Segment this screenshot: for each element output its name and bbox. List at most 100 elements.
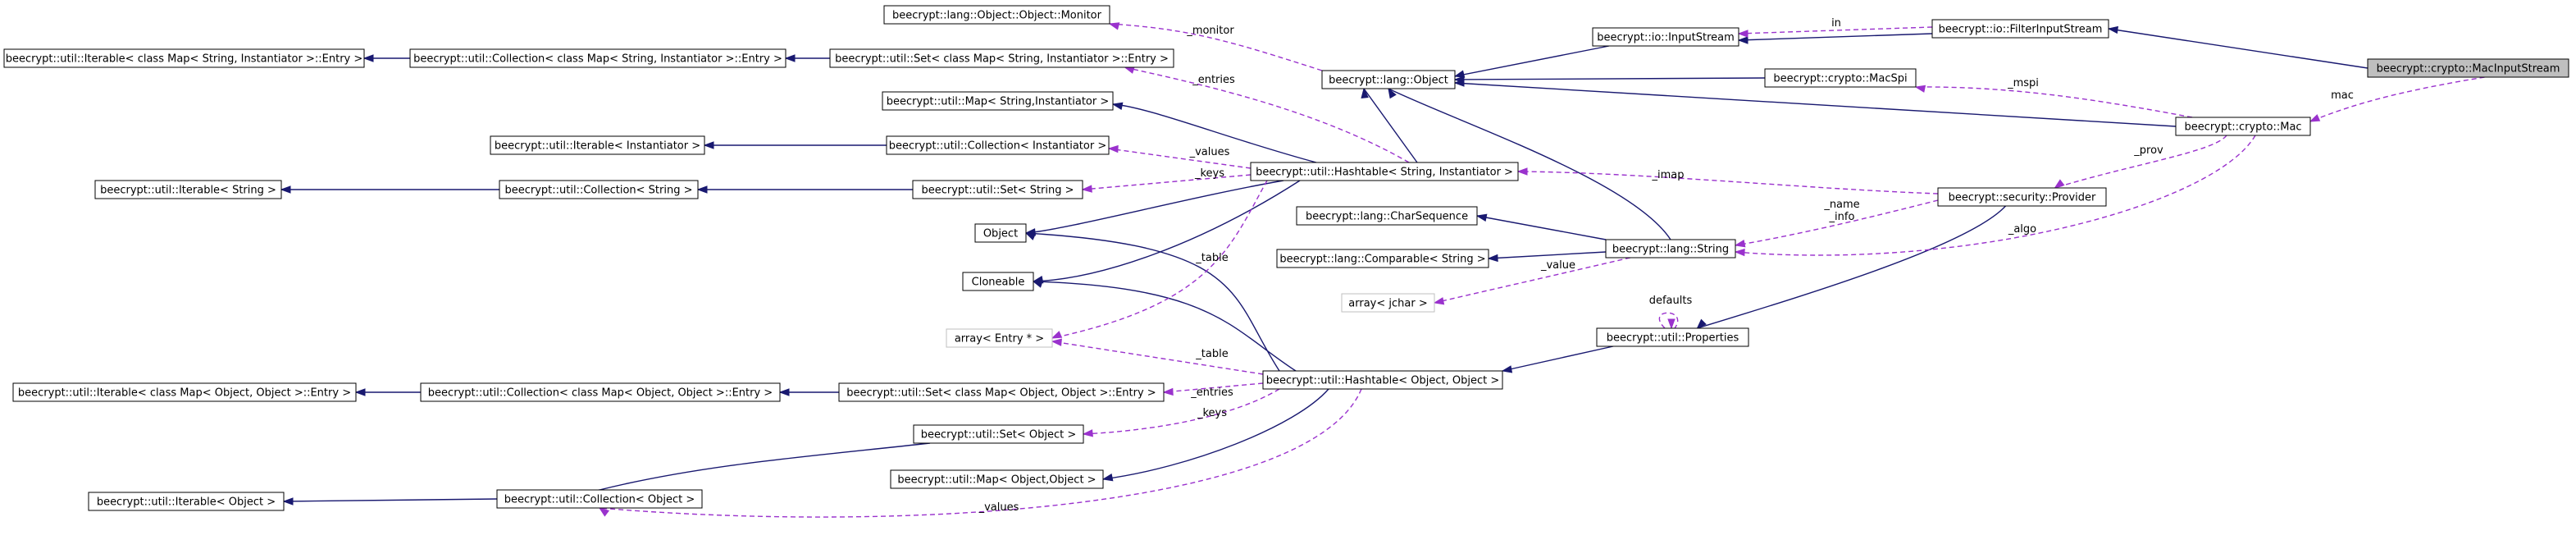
usage-arrowhead bbox=[1107, 144, 1119, 153]
edge-hashtable-si-to-object bbox=[1361, 87, 1418, 163]
class-node-comparable-string[interactable]: beecrypt::lang::Comparable< String > bbox=[1276, 249, 1489, 268]
class-node-iterable-string[interactable]: beecrypt::util::Iterable< String > bbox=[94, 180, 282, 199]
edge-hashtable-oo-entries bbox=[1162, 382, 1264, 396]
inheritance-arrowhead bbox=[784, 54, 796, 62]
class-node-properties[interactable]: beecrypt::util::Properties bbox=[1596, 327, 1749, 347]
node-box bbox=[1764, 68, 1917, 88]
node-box bbox=[829, 48, 1174, 68]
class-node-macinputstream[interactable]: beecrypt::crypto::MacInputStream bbox=[2367, 58, 2569, 78]
node-box bbox=[12, 382, 357, 402]
node-label: beecrypt::crypto::MacSpi bbox=[1773, 73, 1907, 85]
edge-label-algo: _algo bbox=[2008, 223, 2036, 236]
inheritance-arrowhead bbox=[696, 185, 708, 194]
usage-arrowhead bbox=[1914, 85, 1926, 93]
edge-mac-prov-line bbox=[2054, 135, 2227, 189]
edge-macspi-to-object bbox=[1453, 75, 1766, 84]
node-box bbox=[962, 272, 1034, 291]
class-node-object[interactable]: Object bbox=[974, 223, 1027, 243]
class-node-monitor[interactable]: beecrypt::lang::Object::Object::Monitor bbox=[883, 5, 1110, 25]
edge-object-monitor bbox=[1108, 22, 1323, 71]
class-node-map-si[interactable]: beecrypt::util::Map< String,Instantiator… bbox=[882, 91, 1114, 111]
node-label: beecrypt::util::Hashtable< Object, Objec… bbox=[1266, 375, 1500, 387]
edge-hashtable-oo-to-map-line bbox=[1102, 388, 1329, 480]
class-node-collection-object[interactable]: beecrypt::util::Collection< Object > bbox=[496, 489, 703, 509]
class-node-filterinputstream[interactable]: beecrypt::io::FilterInputStream bbox=[1931, 19, 2109, 39]
class-node-cloneable[interactable]: Cloneable bbox=[962, 272, 1034, 291]
usage-arrowhead bbox=[1162, 387, 1174, 396]
inheritance-arrowhead bbox=[1501, 365, 1513, 373]
edge-mac-mspi bbox=[1914, 85, 2193, 118]
edge-mac-mspi-line bbox=[1915, 86, 2193, 118]
inheritance-arrowhead bbox=[354, 388, 366, 396]
usage-arrowhead bbox=[1734, 248, 1745, 257]
class-node-array-entry[interactable]: array< Entry * > bbox=[946, 328, 1053, 348]
node-box bbox=[3, 48, 365, 68]
class-node-iterable-entry-oo[interactable]: beecrypt::util::Iterable< class Map< Obj… bbox=[12, 382, 357, 402]
edge-hashtable-oo-table-line bbox=[1051, 341, 1264, 375]
edge-label-imap: _imap bbox=[1652, 169, 1685, 181]
node-box bbox=[838, 382, 1165, 402]
class-node-set-object[interactable]: beecrypt::util::Set< Object > bbox=[913, 424, 1084, 444]
edge-collection-object-to-iterable-line bbox=[283, 498, 498, 502]
usage-arrowhead bbox=[1737, 30, 1748, 38]
class-node-set-string[interactable]: beecrypt::util::Set< String > bbox=[912, 180, 1083, 199]
edge-string-to-comparable bbox=[1487, 251, 1607, 263]
node-box bbox=[912, 180, 1083, 199]
inheritance-arrowhead bbox=[1361, 87, 1369, 98]
class-node-iterable-inst[interactable]: beecrypt::util::Iterable< Instantiator > bbox=[490, 135, 705, 155]
class-node-collection-entry-si[interactable]: beecrypt::util::Collection< class Map< S… bbox=[409, 48, 786, 68]
node-label: beecrypt::util::Collection< Object > bbox=[504, 494, 695, 506]
edge-label-name_info: _name_info bbox=[1823, 199, 1859, 223]
class-node-provider[interactable]: beecrypt::security::Provider bbox=[1937, 187, 2107, 207]
usage-arrowhead bbox=[1081, 185, 1092, 193]
class-node-charsequence[interactable]: beecrypt::lang::CharSequence bbox=[1296, 206, 1478, 226]
edge-hashtable-si-table bbox=[1051, 180, 1268, 339]
node-box bbox=[883, 5, 1110, 25]
class-node-set-entry-oo[interactable]: beecrypt::util::Set< class Map< Object, … bbox=[838, 382, 1165, 402]
class-node-hashtable-si[interactable]: beecrypt::util::Hashtable< String, Insta… bbox=[1250, 162, 1519, 181]
class-node-array-jchar[interactable]: array< jchar > bbox=[1341, 293, 1435, 313]
edge-hashtable-si-to-cloneable-line bbox=[1033, 180, 1301, 282]
node-label: beecrypt::io::InputStream bbox=[1597, 32, 1735, 44]
node-label: beecrypt::util::Iterable< Object > bbox=[97, 496, 276, 509]
class-node-map-oo[interactable]: beecrypt::util::Map< Object,Object > bbox=[890, 469, 1104, 489]
class-node-collection-string[interactable]: beecrypt::util::Collection< String > bbox=[499, 180, 699, 199]
node-box bbox=[496, 489, 703, 509]
inheritance-arrowhead bbox=[280, 185, 291, 194]
edge-inputstream-to-object-line bbox=[1454, 45, 1610, 77]
node-box bbox=[886, 135, 1110, 155]
inheritance-arrowhead bbox=[1101, 474, 1114, 482]
class-node-string[interactable]: beecrypt::lang::String bbox=[1605, 239, 1736, 258]
class-node-inputstream[interactable]: beecrypt::io::InputStream bbox=[1592, 27, 1739, 47]
node-box bbox=[882, 91, 1114, 111]
edge-collection-string-to-iterable bbox=[280, 185, 499, 194]
edge-set-object-to-collection-line bbox=[599, 442, 931, 491]
class-node-mac[interactable]: beecrypt::crypto::Mac bbox=[2175, 117, 2311, 136]
edge-hashtable-oo-values-line bbox=[599, 388, 1362, 518]
class-node-macspi[interactable]: beecrypt::crypto::MacSpi bbox=[1764, 68, 1917, 88]
node-label: beecrypt::crypto::Mac bbox=[2184, 121, 2301, 134]
class-node-collection-inst[interactable]: beecrypt::util::Collection< Instantiator… bbox=[886, 135, 1110, 155]
node-label: beecrypt::lang::Object bbox=[1329, 75, 1448, 87]
edge-macinputstream-mac-line bbox=[2309, 76, 2485, 122]
inheritance-arrowhead bbox=[2107, 25, 2118, 34]
edge-hashtable-oo-entries-line bbox=[1163, 382, 1264, 393]
node-box bbox=[1250, 162, 1519, 181]
edge-hashtable-si-values-line bbox=[1108, 148, 1252, 169]
edge-string-value bbox=[1433, 257, 1631, 305]
class-node-iterable-entry-si[interactable]: beecrypt::util::Iterable< class Map< Str… bbox=[3, 48, 365, 68]
class-node-lang-object[interactable]: beecrypt::lang::Object bbox=[1321, 70, 1456, 89]
node-label: beecrypt::util::Collection< class Map< O… bbox=[428, 387, 773, 400]
class-node-collection-entry-oo[interactable]: beecrypt::util::Collection< class Map< O… bbox=[420, 382, 781, 402]
edge-hashtable-oo-to-cloneable bbox=[1032, 281, 1297, 372]
class-node-hashtable-oo[interactable]: beecrypt::util::Hashtable< Object, Objec… bbox=[1262, 370, 1503, 390]
usage-arrowhead bbox=[1734, 240, 1746, 248]
class-node-iterable-object[interactable]: beecrypt::util::Iterable< Object > bbox=[88, 492, 285, 511]
node-label: beecrypt::util::Set< Object > bbox=[921, 429, 1077, 441]
node-box bbox=[94, 180, 282, 199]
edge-collection-object-to-iterable bbox=[282, 497, 498, 506]
class-node-set-entry-si[interactable]: beecrypt::util::Set< class Map< String, … bbox=[829, 48, 1174, 68]
usage-arrowhead bbox=[1051, 338, 1062, 346]
edge-mac-algo-line bbox=[1735, 135, 2256, 256]
usage-arrowhead bbox=[1082, 429, 1093, 437]
